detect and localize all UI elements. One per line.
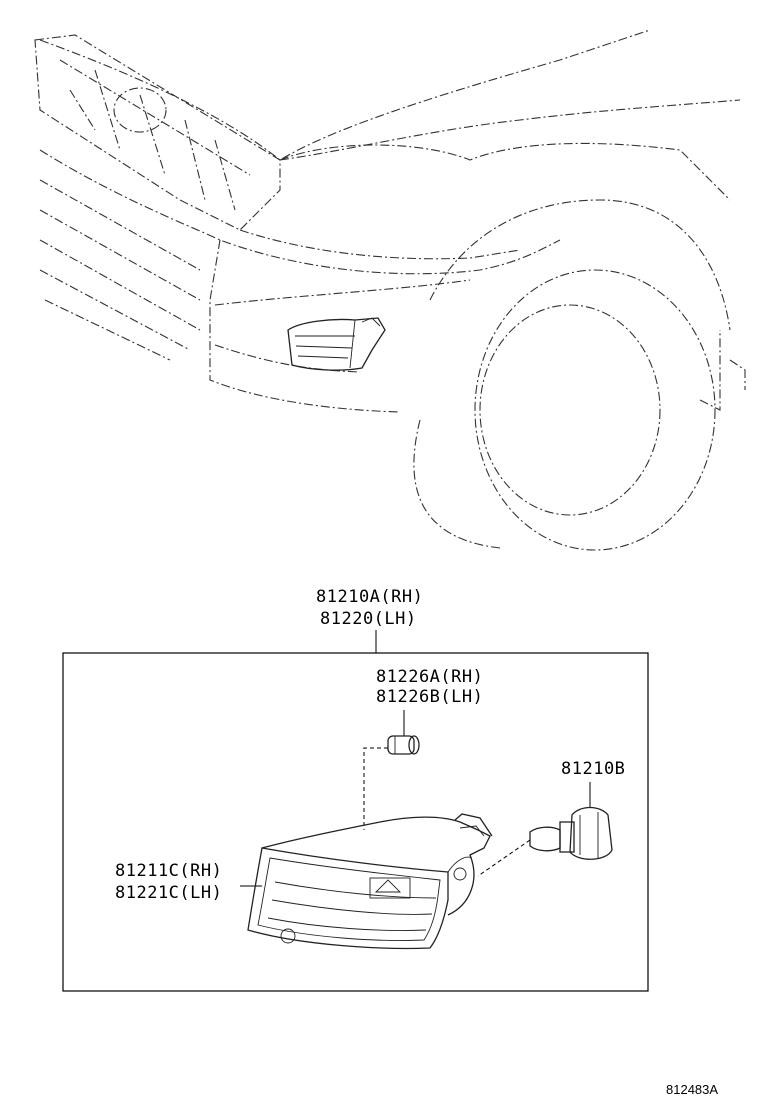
assembly-part-number-lh: 81220(LH) — [320, 609, 417, 629]
lens-part-number-lh: 81221C(LH) — [115, 883, 222, 903]
lens-part-number-rh: 81211C(RH) — [115, 861, 222, 881]
illustration-code: 812483A — [666, 1082, 718, 1097]
assembly-part-number-rh: 81210A(RH) — [316, 587, 423, 607]
vehicle-front-illustration — [34, 29, 746, 551]
parts-group-frame — [62, 652, 649, 992]
bulb-socket-drawing — [387, 735, 420, 755]
socket-part-number-rh: 81226A(RH) — [376, 667, 483, 687]
bulb-part-number: 81210B — [561, 759, 625, 779]
socket-install-path — [363, 747, 388, 830]
bulb-install-path — [477, 839, 531, 877]
fog-lamp-assembly-drawing — [247, 813, 493, 950]
socket-part-number-lh: 81226B(LH) — [376, 687, 483, 707]
installed-fog-lamp — [287, 317, 386, 371]
bulb-drawing — [529, 806, 613, 860]
